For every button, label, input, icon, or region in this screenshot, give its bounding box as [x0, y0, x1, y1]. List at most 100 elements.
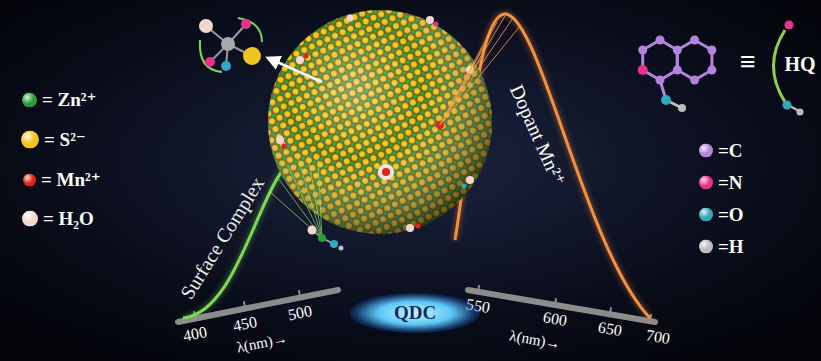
quinoline-molecule	[673, 46, 682, 55]
legend-swatch	[21, 131, 39, 149]
quinoline-molecule	[643, 40, 712, 108]
ligand-symbol	[774, 30, 786, 102]
excitation-fan	[308, 156, 322, 238]
legend-label: =N	[718, 173, 743, 194]
ligand-symbol	[785, 21, 794, 30]
legend-item: = H₂O	[22, 209, 94, 230]
excitation-fan	[440, 16, 520, 125]
excitation-fan	[288, 166, 322, 238]
dopant-site	[378, 164, 394, 180]
legend-swatch	[699, 208, 713, 222]
tick-label: 650	[597, 318, 624, 339]
quinoline-molecule	[638, 36, 717, 113]
quinoline-molecule	[673, 66, 682, 75]
quinoline-molecule	[677, 40, 712, 80]
quinoline-molecule	[661, 95, 671, 105]
surface-water	[434, 22, 439, 27]
legend-swatch	[699, 144, 713, 158]
wavelength-axis	[299, 291, 300, 297]
surface-water	[276, 15, 474, 233]
excitation-fan	[270, 16, 520, 238]
complex-icon	[200, 40, 222, 72]
wavelength-axis	[555, 299, 556, 305]
excitation-fan	[278, 178, 322, 238]
wavelength-axis	[478, 286, 479, 292]
wavelength-axis	[610, 308, 611, 314]
tick-label: 450	[232, 313, 259, 335]
surface-water	[426, 16, 434, 24]
node-label: QDC	[394, 303, 436, 324]
legend-item: =H	[699, 237, 744, 258]
quinoline-molecule	[638, 36, 716, 85]
surface-complex-icon	[330, 240, 338, 248]
axis-title: λ(nm)→	[508, 327, 562, 352]
complex-icon	[221, 37, 235, 51]
quinoline-molecule	[656, 76, 665, 85]
legend-label: = Mn²⁺	[41, 170, 101, 191]
surface-water	[466, 176, 474, 184]
complex-icon	[238, 18, 262, 42]
tick-label: 600	[542, 308, 569, 329]
complex-icon	[205, 57, 215, 67]
legend-label: =H	[718, 237, 744, 258]
excitation-fan	[440, 16, 505, 125]
excitation-fan	[270, 156, 322, 238]
excitation-fan	[440, 26, 520, 125]
surface-complex-icon	[308, 226, 317, 235]
quinoline-molecule	[690, 36, 699, 45]
dopant-site	[382, 168, 390, 176]
complex-icon	[241, 19, 251, 29]
surface-water	[416, 224, 421, 229]
ligand-name: HQ	[784, 53, 815, 75]
ligand-symbol	[783, 101, 792, 110]
surface-water	[304, 54, 309, 59]
curve-label: Dopant Mn²⁺	[506, 81, 570, 189]
quinoline-molecule	[643, 40, 678, 80]
surface-water	[282, 144, 287, 149]
tick-label: 700	[645, 326, 672, 347]
surface-water	[276, 136, 284, 144]
complex-icon	[199, 18, 322, 82]
excitation-fan	[440, 18, 513, 125]
legend-item: = S²⁻	[21, 130, 86, 151]
quinoline-molecule	[707, 46, 716, 55]
nanocrystal-sphere	[268, 10, 492, 234]
quinoline-molecule	[690, 76, 699, 85]
excitation-fan	[440, 22, 497, 125]
surface-water	[406, 224, 414, 232]
axis-title: λ(nm)→	[235, 330, 289, 356]
wavelength-axis	[178, 290, 338, 322]
legend-item: = Mn²⁺	[23, 170, 101, 191]
tick-label: 400	[182, 323, 209, 345]
legend-label: =C	[718, 141, 743, 162]
quinoline-molecule	[656, 36, 665, 45]
legend-label: = Zn²⁺	[42, 90, 97, 111]
ligand-symbol	[797, 109, 804, 116]
complex-icon	[243, 47, 261, 65]
surface-complex-icon	[339, 246, 344, 251]
quinoline-molecule	[638, 46, 647, 55]
dopant-site	[378, 121, 444, 180]
legend-swatch	[699, 176, 713, 190]
legend-swatch	[22, 92, 37, 107]
surface-complex-icon	[308, 226, 344, 251]
legend-swatch	[699, 240, 713, 254]
surface-water	[347, 15, 354, 22]
legend-label: = S²⁻	[44, 130, 86, 151]
legend-label: = H₂O	[43, 209, 94, 230]
curve-label: Surface Complex	[176, 173, 269, 303]
complex-icon	[221, 61, 231, 71]
legend-item: = Zn²⁺	[22, 90, 97, 111]
surface-water	[462, 184, 467, 189]
excitation-fan	[270, 192, 322, 238]
complex-icon	[268, 58, 322, 82]
legend-swatch	[23, 173, 36, 186]
legend-item: =O	[699, 205, 744, 226]
quinoline-molecule	[707, 66, 716, 75]
legend-label: =O	[718, 205, 744, 226]
quinoline-molecule	[638, 65, 648, 75]
tick-label: 500	[287, 302, 314, 324]
